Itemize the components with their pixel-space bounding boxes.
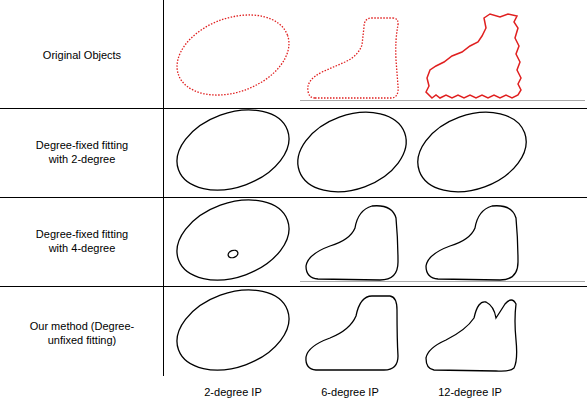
spurious-loop [227, 249, 239, 259]
row-label: Degree-fixed fitting with 2-degree [27, 138, 137, 166]
row-label: Original Objects [43, 48, 121, 62]
fitted-ellipse [407, 98, 538, 206]
row-divider [0, 197, 587, 198]
fitted-boot [426, 206, 518, 280]
fitted-ellipse [287, 98, 418, 206]
fitted-ellipse [166, 275, 300, 384]
fitted-boot [426, 300, 517, 371]
boot-object [308, 18, 398, 98]
row-label: Degree-fixed fitting with 4-degree [27, 227, 137, 255]
row-divider [0, 108, 587, 109]
ground-line [300, 281, 585, 282]
fitted-boot [306, 206, 398, 280]
column-label: 2-degree IP [204, 385, 261, 399]
row-divider [0, 286, 587, 287]
row-label: Our method (Degree-unfixed fitting) [17, 319, 147, 347]
column-label: 6-degree IP [321, 385, 378, 399]
fitted-ellipse [166, 95, 300, 204]
column-divider [163, 0, 164, 376]
fitted-ellipse [166, 185, 300, 294]
detailed-boot-object [426, 14, 521, 98]
ground-line [300, 100, 585, 101]
fitted-boot [306, 296, 398, 370]
ellipse-object [166, 0, 300, 109]
column-label: 12-degree IP [438, 385, 502, 399]
